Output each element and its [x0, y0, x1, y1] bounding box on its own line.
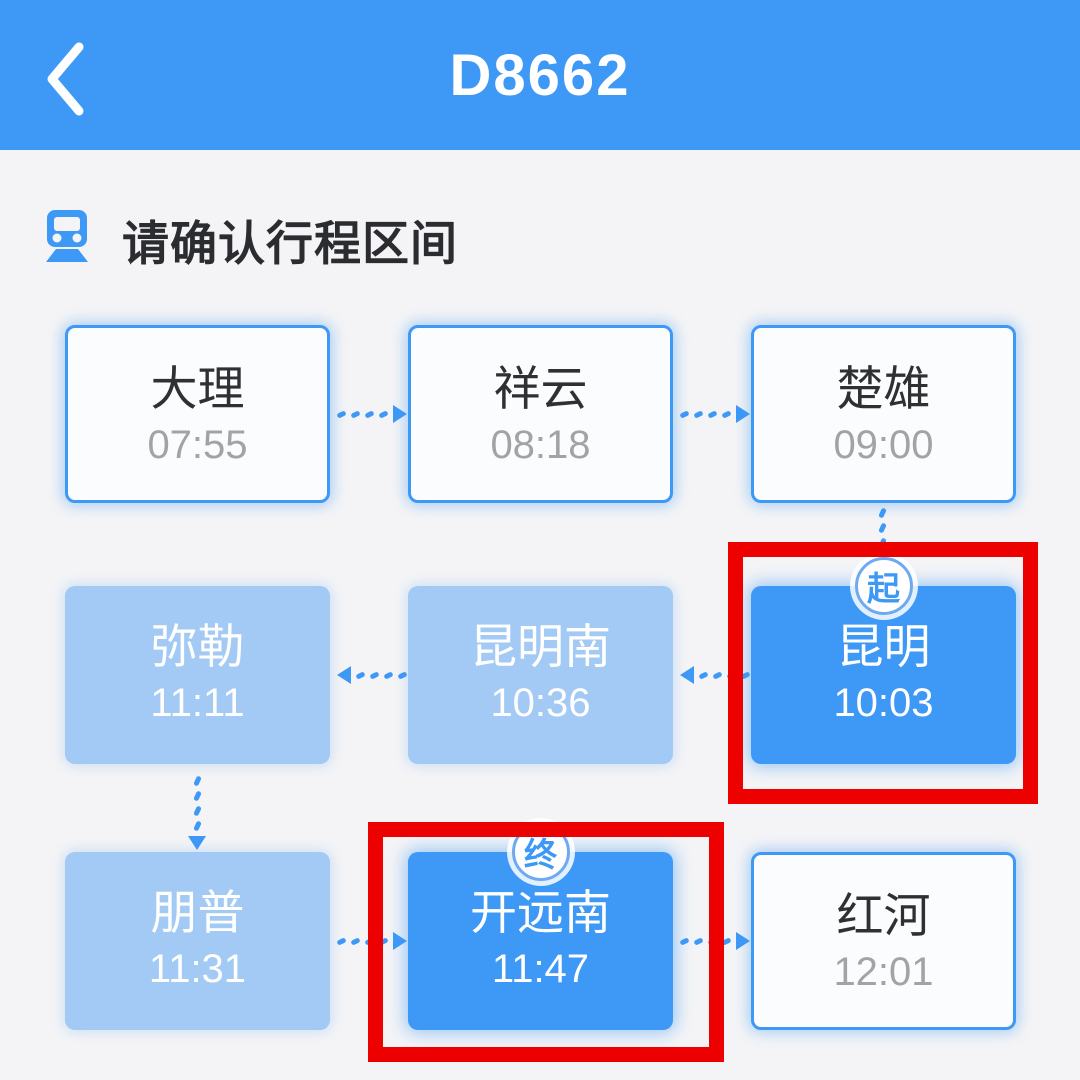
station-name: 朋普: [150, 886, 245, 939]
station-card-chuxiong[interactable]: 楚雄 09:00: [751, 325, 1016, 503]
station-card-kunming-origin[interactable]: 起 昆明 10:03: [751, 557, 1016, 764]
station-card-dali[interactable]: 大理 07:55: [65, 325, 330, 503]
route-arrow-right-icon: [336, 405, 407, 423]
route-arrow-left-icon: [337, 666, 408, 684]
station-time: 10:36: [490, 681, 591, 725]
station-time: 07:55: [147, 423, 248, 467]
station-time: 11:11: [150, 681, 245, 725]
station-name: 祥云: [493, 362, 588, 415]
destination-badge: 终: [511, 823, 570, 881]
station-time: 11:31: [148, 947, 247, 991]
route-arrow-right-icon: [336, 932, 407, 950]
chevron-left-icon: [43, 40, 87, 121]
station-time: 08:18: [490, 423, 591, 467]
station-time: 09:00: [833, 423, 934, 467]
station-card-kunmingnan[interactable]: 昆明南 10:36: [408, 586, 673, 764]
back-button[interactable]: [30, 40, 100, 120]
section-title: 请确认行程区间: [122, 217, 458, 270]
station-name: 楚雄: [836, 362, 931, 415]
station-card-honghe[interactable]: 红河 12:01: [751, 852, 1016, 1030]
route-arrow-right-icon: [679, 405, 750, 423]
section-heading: 请确认行程区间: [42, 205, 458, 274]
train-number-title: D8662: [449, 42, 631, 108]
station-card-pengpu[interactable]: 朋普 11:31: [65, 852, 330, 1030]
station-name: 红河: [836, 889, 931, 942]
app-header: D8662: [0, 0, 1080, 150]
station-card-kaiyuannan-destination[interactable]: 终 开远南 11:47: [408, 823, 673, 1030]
station-name: 昆明: [836, 620, 931, 673]
route-arrow-right-icon: [679, 932, 750, 950]
station-name: 大理: [150, 362, 245, 415]
station-name: 昆明南: [470, 620, 611, 673]
route-arrow-left-icon: [680, 666, 751, 684]
station-time: 11:47: [491, 947, 590, 991]
station-name: 弥勒: [150, 620, 245, 673]
station-name: 开远南: [470, 886, 611, 939]
route-arrow-down-icon: [188, 775, 206, 850]
origin-badge: 起: [854, 557, 913, 615]
station-card-mile[interactable]: 弥勒 11:11: [65, 586, 330, 764]
station-time: 12:01: [833, 950, 934, 994]
station-time: 10:03: [833, 681, 934, 725]
train-icon: [42, 208, 92, 271]
station-card-xiangyun[interactable]: 祥云 08:18: [408, 325, 673, 503]
